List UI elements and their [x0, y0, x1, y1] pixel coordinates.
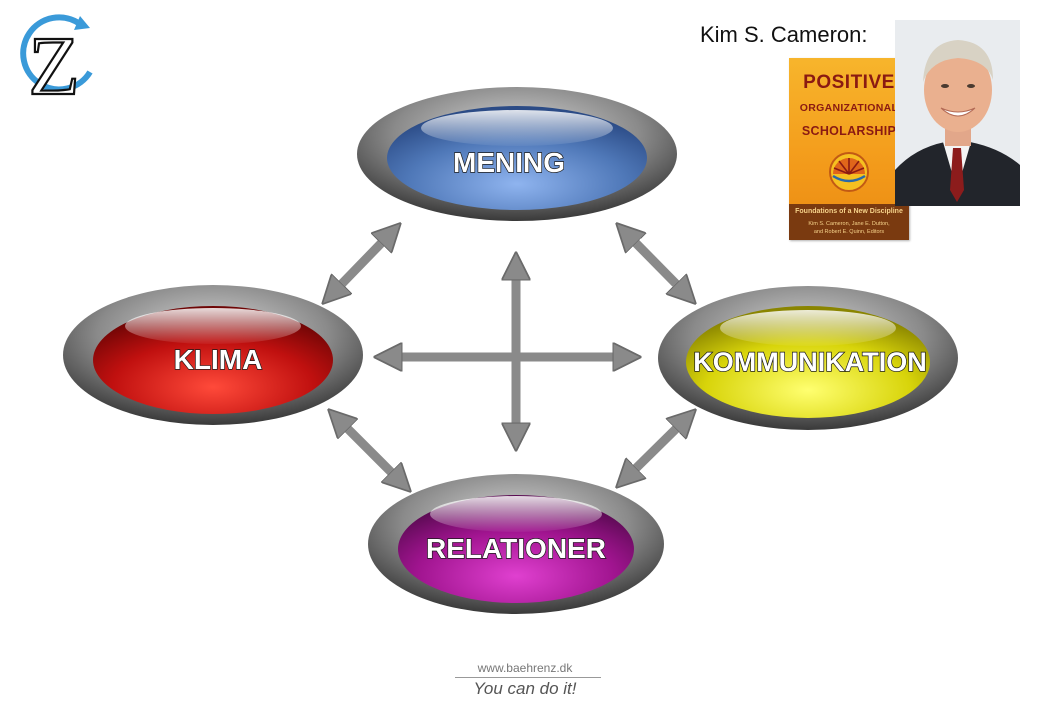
arrows-group — [330, 231, 688, 484]
footer-divider — [455, 677, 601, 678]
node-kommunikation-label: KOMMUNIKATION — [693, 347, 926, 377]
logo-letter: Z — [28, 20, 79, 100]
book-editors-line1: Kim S. Cameron, Jane E. Dutton, — [808, 221, 890, 227]
arrow-mening-kommunikation — [624, 231, 688, 296]
node-klima-label: KLIMA — [174, 344, 263, 375]
book-title-line1: POSITIVE — [803, 72, 895, 93]
footer-tagline: You can do it! — [473, 679, 577, 698]
arrow-klima-relationer — [336, 417, 403, 484]
footer-url[interactable]: www.baehrenz.dk — [477, 661, 573, 675]
book-subtitle: Foundations of a New Discipline — [795, 208, 903, 215]
node-mening-label: MENING — [453, 147, 565, 178]
sun-emblem-icon — [829, 152, 869, 192]
arrow-mening-klima — [330, 231, 393, 296]
book-band — [789, 204, 909, 240]
node-relationer: RELATIONER — [368, 474, 664, 614]
arrow-kommunikation-relationer — [624, 417, 688, 480]
author-caption: Kim S. Cameron: — [700, 22, 868, 47]
z-logo: Z — [20, 14, 93, 100]
book-cover: POSITIVE ORGANIZATIONAL SCHOLARSHIP Foun… — [789, 58, 909, 240]
book-editors-line2: and Robert E. Quinn, Editors — [813, 229, 885, 235]
node-klima: KLIMA — [63, 285, 363, 425]
book-title-line2: ORGANIZATIONAL — [799, 102, 899, 114]
node-kommunikation: KOMMUNIKATION — [658, 286, 958, 430]
book-title-line3: SCHOLARSHIP — [801, 124, 897, 138]
node-relationer-label: RELATIONER — [426, 533, 606, 564]
node-mening: MENING — [357, 87, 677, 221]
circular-arrow-icon — [20, 14, 93, 93]
author-portrait — [895, 20, 1020, 206]
